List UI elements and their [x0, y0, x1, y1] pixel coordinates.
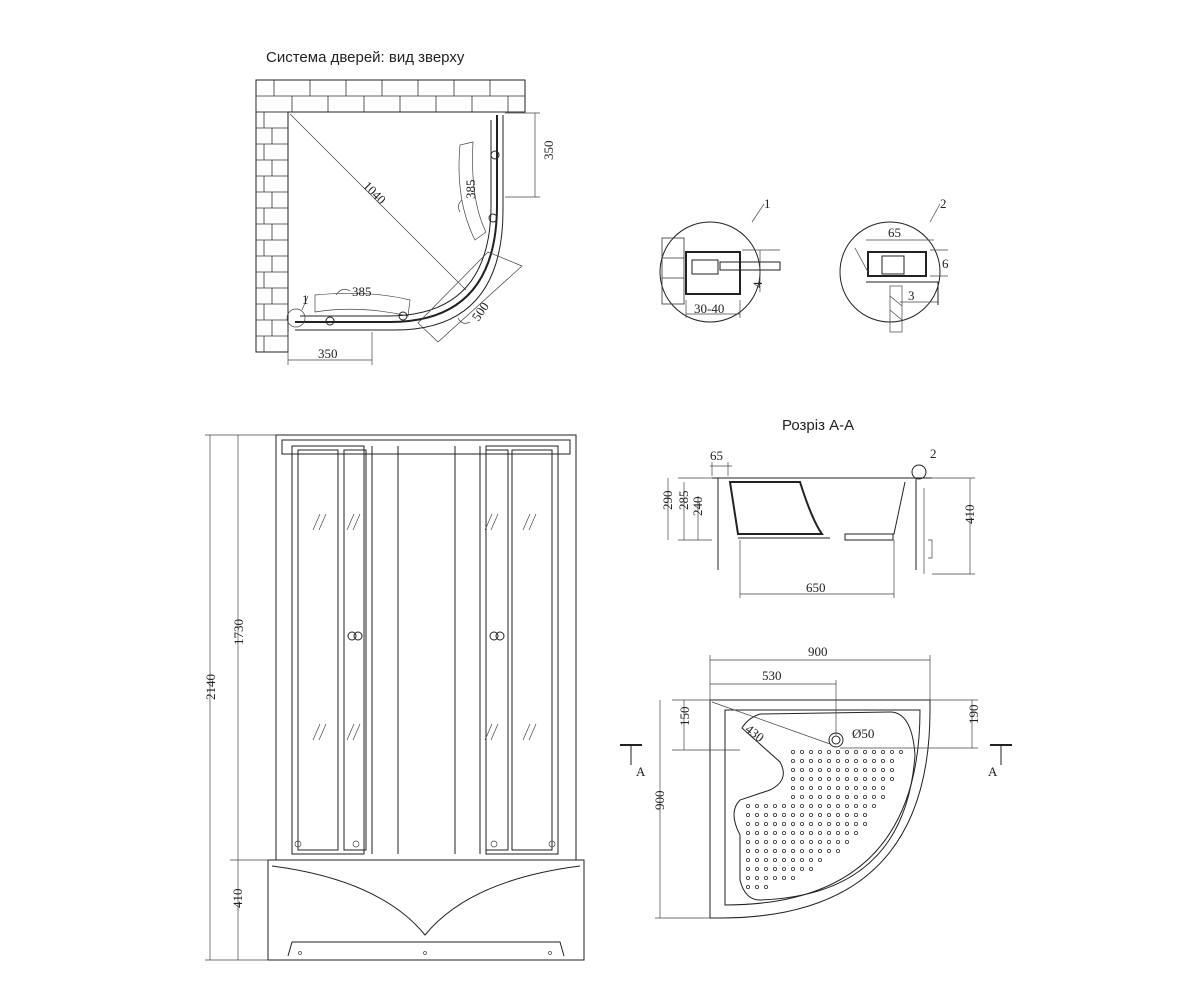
- side-bottom-dim-label: 350: [318, 346, 338, 361]
- detail-2-callout: 2: [940, 196, 947, 211]
- tray-190: 190: [966, 705, 981, 725]
- detail-2-6: 6: [942, 256, 949, 271]
- opening-dim-label: 500: [468, 299, 491, 324]
- front-cabin-height: 1730: [231, 619, 246, 645]
- callout-1-label: 1: [302, 292, 309, 307]
- section-285: 285: [676, 491, 691, 511]
- tray-900-left: 900: [652, 791, 667, 811]
- detail-2-65: 65: [888, 225, 901, 240]
- diag-dim-label: 1040: [360, 178, 389, 207]
- tray-150: 150: [677, 707, 692, 727]
- section-a-a-drawing: [667, 462, 975, 598]
- detail-1-callout: 1: [764, 196, 771, 211]
- tray-530: 530: [762, 668, 782, 683]
- section-290: 290: [660, 491, 675, 511]
- section-240: 240: [690, 497, 705, 517]
- tray-430: 430: [743, 721, 768, 745]
- cut-marker-right-label: A: [988, 764, 998, 779]
- top-view-title: Система дверей: вид зверху: [266, 49, 465, 66]
- side-right-dim-label: 350: [541, 141, 556, 161]
- door-width-left-label: 385: [352, 284, 372, 299]
- section-65: 65: [710, 448, 723, 463]
- detail-2-drawing: [839, 203, 948, 333]
- section-650: 650: [806, 580, 826, 595]
- front-tray-height: 410: [230, 889, 245, 909]
- detail-2-3: 3: [908, 288, 915, 303]
- detail-1-30-40: 30-40: [694, 301, 724, 316]
- tray-plan-drawing: [620, 655, 1012, 919]
- door-width-top-label: 385: [463, 180, 478, 200]
- cut-marker-left-label: A: [636, 764, 646, 779]
- detail-1-drawing: [659, 203, 781, 323]
- section-title: Розріз А-А: [782, 417, 854, 434]
- detail-1-4: 4: [750, 281, 765, 288]
- tray-drain-diameter: Ø50: [852, 726, 874, 741]
- front-view-drawing: [205, 434, 585, 961]
- front-total-height: 2140: [203, 674, 218, 700]
- tray-900-top: 900: [808, 644, 828, 659]
- section-callout-2: 2: [930, 446, 937, 461]
- section-410: 410: [962, 505, 977, 525]
- top-view-drawing: [255, 79, 540, 365]
